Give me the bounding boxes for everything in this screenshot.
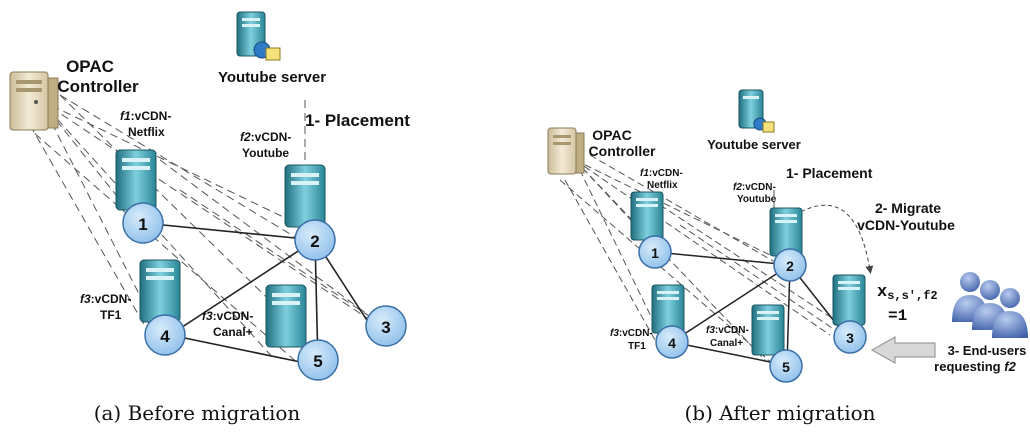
server-icon bbox=[265, 284, 307, 348]
x-variable: xs,s',f2 bbox=[877, 283, 938, 303]
endusers-label-2: requesting f2 bbox=[934, 359, 1016, 374]
server-icon bbox=[832, 274, 866, 326]
svg-text:3: 3 bbox=[381, 318, 390, 337]
svg-text:2: 2 bbox=[786, 258, 794, 274]
server-label: Youtube server bbox=[218, 69, 326, 86]
server-icon bbox=[769, 207, 803, 257]
request-arrow bbox=[870, 336, 936, 364]
endusers-label-1: 3- End-users bbox=[948, 343, 1027, 358]
node-3: 3 bbox=[365, 305, 407, 347]
f1-label-line2: Netflix bbox=[647, 180, 678, 191]
f3a-label-line2: TF1 bbox=[100, 308, 122, 322]
f2-label-line2: Youtube bbox=[242, 146, 289, 160]
node-4: 4 bbox=[655, 325, 689, 359]
f3b-label-line2: Canal+ bbox=[710, 338, 743, 349]
placement-label: 1- Placement bbox=[786, 165, 873, 181]
migrate-arrow bbox=[794, 204, 874, 274]
caption-b: (b) After migration bbox=[684, 401, 875, 425]
controller-icon bbox=[547, 127, 585, 175]
svg-text:1: 1 bbox=[651, 245, 659, 261]
svg-text:5: 5 bbox=[313, 352, 322, 371]
f3b-label-line2: Canal+ bbox=[213, 325, 253, 339]
f2-label-line2: Youtube bbox=[737, 194, 777, 205]
placement-label: 1- Placement bbox=[305, 111, 410, 130]
svg-text:1: 1 bbox=[138, 215, 147, 234]
server-label: Youtube server bbox=[707, 137, 801, 152]
control-links bbox=[559, 154, 836, 371]
f2-label: f2:vCDN- bbox=[240, 130, 291, 144]
f1-label: f1:vCDN- bbox=[640, 168, 683, 179]
youtube-server-icon bbox=[738, 89, 775, 133]
svg-text:2: 2 bbox=[310, 232, 319, 251]
f2-label: f2:vCDN- bbox=[733, 182, 776, 193]
controller-label-1: OPAC bbox=[592, 127, 631, 143]
svg-text:4: 4 bbox=[160, 327, 170, 346]
f3a-label-line2: TF1 bbox=[628, 341, 646, 352]
f3b-label: f3:vCDN- bbox=[202, 309, 253, 323]
server-icon bbox=[751, 304, 785, 356]
node-2: 2 bbox=[773, 248, 807, 282]
node-3: 3 bbox=[833, 320, 867, 354]
node-1: 1 bbox=[638, 235, 672, 269]
server-icon bbox=[651, 284, 685, 334]
f3b-label: f3:vCDN- bbox=[706, 325, 749, 336]
controller-label-2: Controller bbox=[57, 77, 139, 96]
server-icon bbox=[284, 164, 326, 228]
svg-text:3: 3 bbox=[846, 330, 854, 346]
panel-b: OPAC Controller Youtube server 1- Placem… bbox=[547, 89, 1028, 425]
node-4: 4 bbox=[144, 314, 186, 356]
youtube-server-icon bbox=[236, 11, 281, 61]
migrate-label-1: 2- Migrate bbox=[875, 200, 941, 216]
migrate-label-2: vCDN-Youtube bbox=[857, 217, 955, 233]
f1-label: f1:vCDN- bbox=[120, 109, 171, 123]
x-equals: =1 bbox=[888, 307, 907, 325]
node-5: 5 bbox=[297, 339, 339, 381]
caption-a: (a) Before migration bbox=[94, 401, 301, 425]
server-icon bbox=[139, 259, 181, 323]
f3a-label: f3:vCDN- bbox=[610, 328, 653, 339]
f1-label-line2: Netflix bbox=[128, 125, 165, 139]
panel-a: OPAC Controller Youtube server 1- Placem… bbox=[9, 11, 410, 425]
node-1: 1 bbox=[122, 202, 164, 244]
server-icon bbox=[115, 149, 157, 211]
node-2: 2 bbox=[294, 219, 336, 261]
end-users-icon bbox=[952, 272, 1028, 338]
controller-label-2: Controller bbox=[589, 143, 656, 159]
node-5: 5 bbox=[769, 349, 803, 383]
svg-text:4: 4 bbox=[668, 335, 676, 351]
server-icon bbox=[630, 191, 664, 241]
f3a-label: f3:vCDN- bbox=[80, 292, 131, 306]
controller-label-1: OPAC bbox=[66, 57, 114, 76]
controller-icon bbox=[9, 71, 59, 131]
svg-text:5: 5 bbox=[782, 359, 790, 375]
